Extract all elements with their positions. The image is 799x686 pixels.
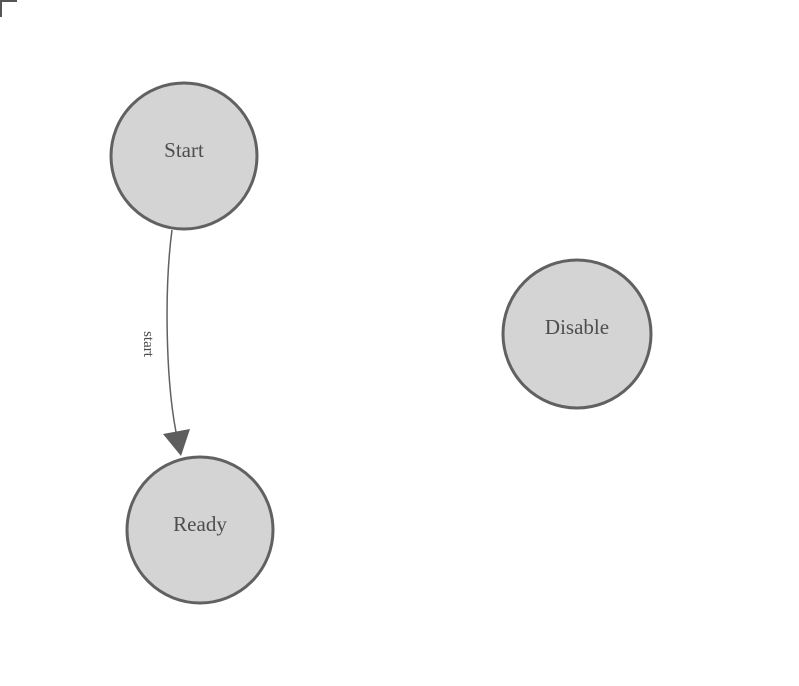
- state-node-disable[interactable]: Disable: [501, 258, 653, 410]
- state-node-ready[interactable]: Ready: [125, 455, 275, 605]
- edge-start-to-ready: start: [140, 229, 190, 456]
- edge-path[interactable]: [166, 229, 177, 433]
- edge-arrowhead-icon: [163, 429, 190, 456]
- edge-label[interactable]: start: [140, 331, 156, 358]
- state-node-ready-circle[interactable]: [125, 455, 275, 605]
- state-node-disable-circle[interactable]: [501, 258, 653, 410]
- canvas-origin-corner-icon: [0, 0, 17, 17]
- state-node-start[interactable]: Start: [109, 81, 259, 231]
- state-node-start-circle[interactable]: [109, 81, 259, 231]
